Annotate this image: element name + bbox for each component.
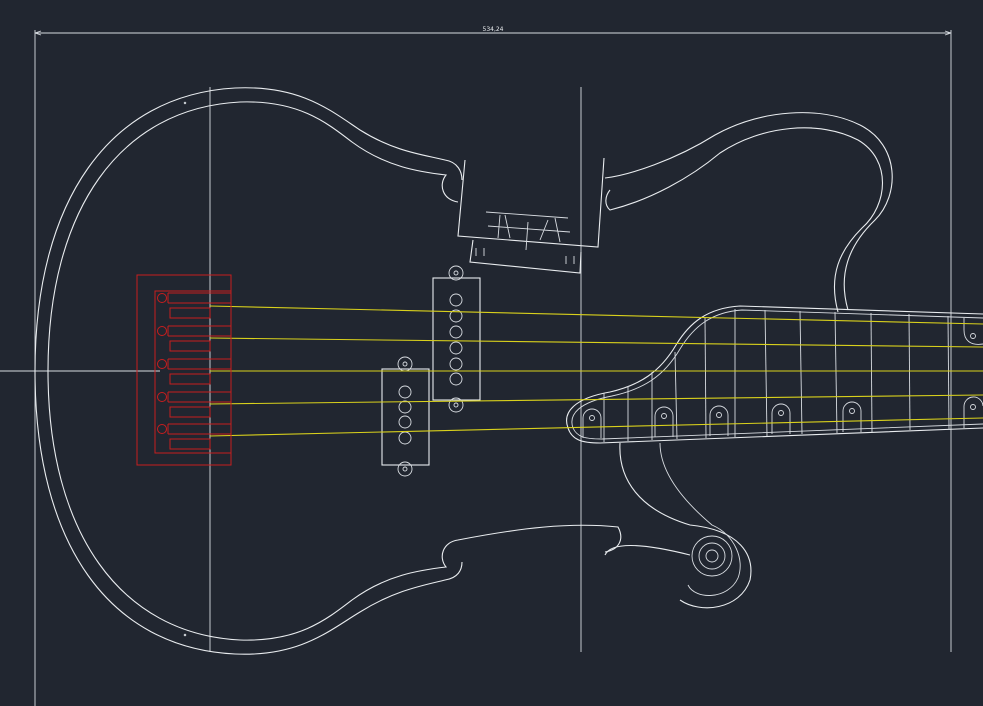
neck[interactable] [566,305,983,444]
neck-pickup-poles [449,293,463,386]
neck-pickup-body [432,277,481,401]
strap-pin-top [183,101,187,105]
pocket-detail [475,211,575,264]
body-scroll [619,442,752,609]
neck-heel-outline [566,305,983,444]
strings[interactable] [209,305,983,437]
neck-pickup-mount-bottom [448,397,464,413]
dimension-arrows [34,30,952,36]
neck-pocket[interactable] [457,157,605,274]
string-4 [209,394,983,405]
bridge-pickup-mount-bottom [397,461,413,477]
construction-lines [0,30,952,706]
neck-pickup-mount-top [448,265,464,281]
body-outer-edge [34,87,893,655]
overall-length-dimension[interactable]: 534,24 [34,26,952,36]
string-1 [209,305,983,325]
string-2 [209,337,983,348]
neck-pickup[interactable] [432,265,481,413]
bridge-saddle-frame [154,290,232,454]
fret-markers [582,318,983,438]
string-5 [209,417,983,437]
bridge-assembly[interactable] [136,274,232,466]
pocket-plate [469,239,582,274]
body-inner-edge [47,101,883,641]
bridge-pickup-body [381,368,430,466]
body-outline[interactable] [34,87,893,655]
pocket-outline [457,157,605,248]
strap-pin-bottom [183,633,187,637]
bridge-pickup[interactable] [381,356,430,477]
neck-heel-inner [571,309,983,440]
fret-lines [603,309,950,442]
bridge-saddles [157,292,231,450]
bridge-pickup-poles [398,385,412,445]
dimension-value: 534,24 [483,26,504,33]
